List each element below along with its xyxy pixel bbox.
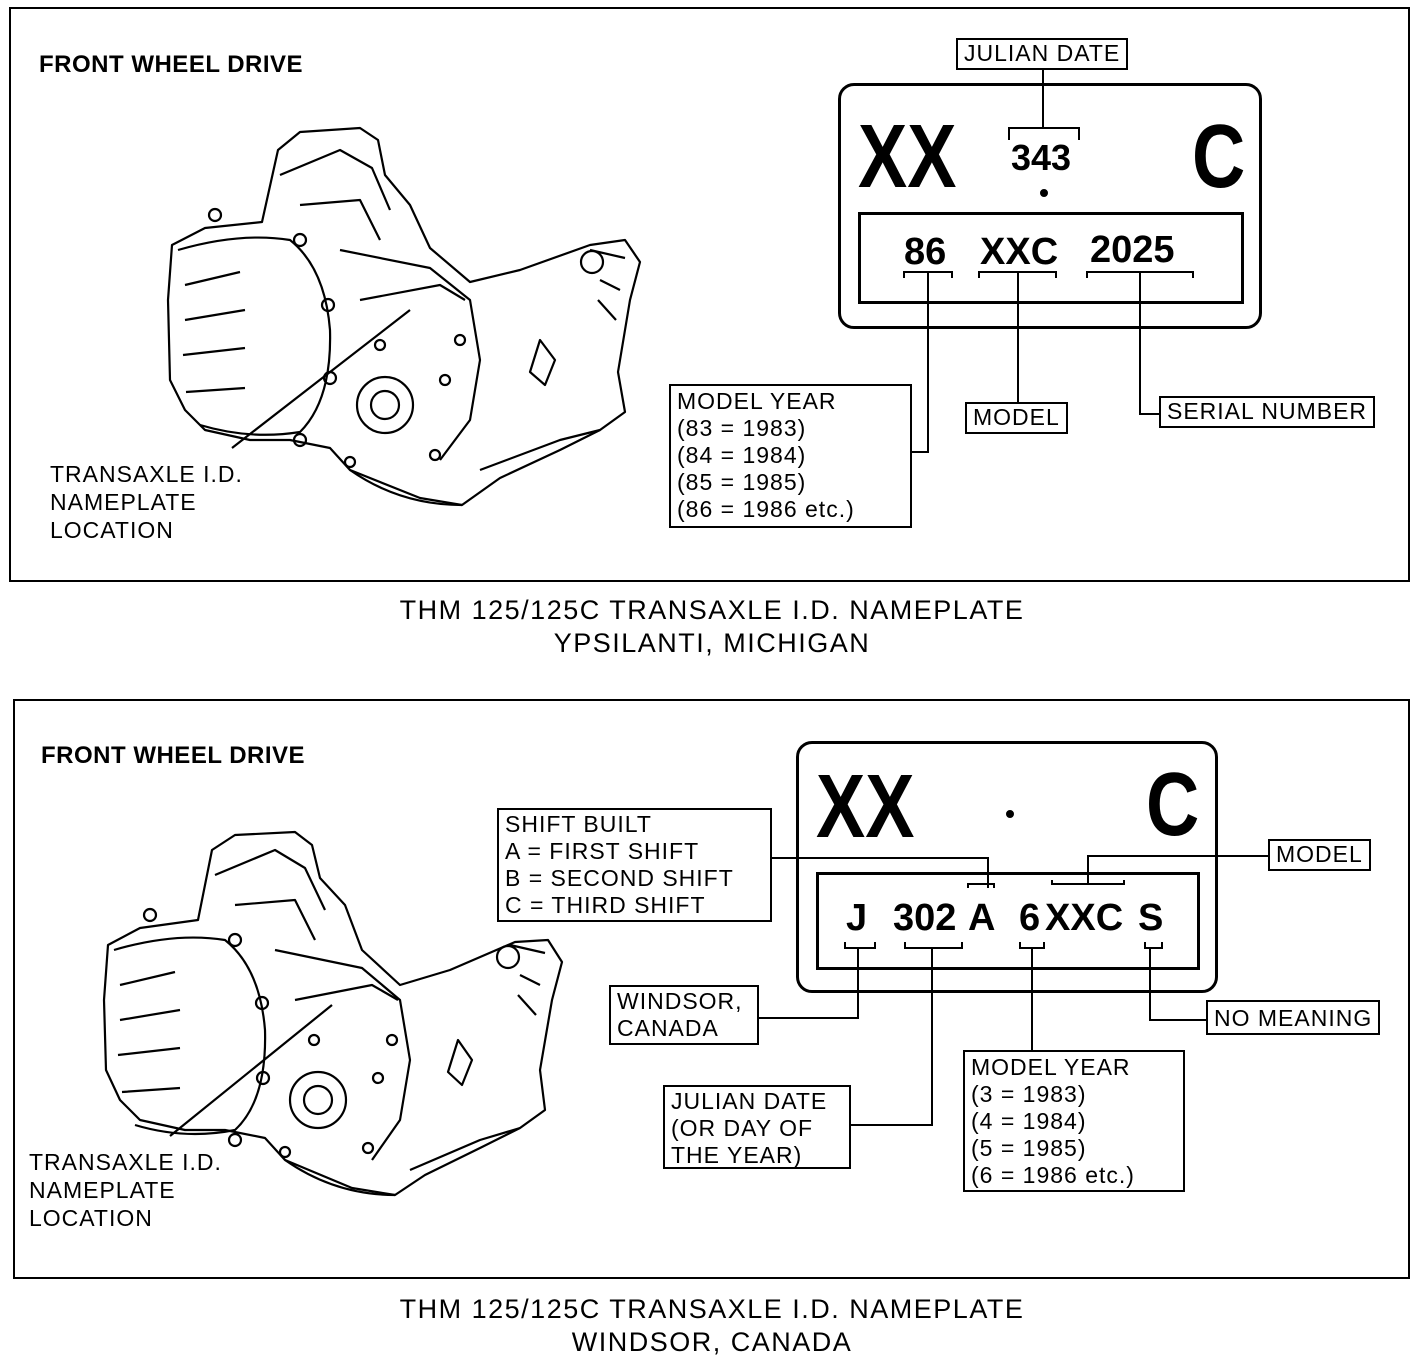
plate-model-year: 86 [904, 231, 947, 273]
caption-windsor: THM 125/125C TRANSAXLE I.D. NAMEPLATE WI… [0, 1293, 1424, 1359]
model-year-line: (5 = 1985) [971, 1135, 1087, 1161]
shift-built-line: A = FIRST SHIFT [505, 838, 700, 864]
plate-right-code: C [1192, 107, 1246, 207]
julian-date-callout: JULIAN DATE [956, 38, 1129, 70]
shift-built-line: B = SECOND SHIFT [505, 865, 734, 891]
model-year-line: (86 = 1986 etc.) [677, 496, 855, 522]
shift-built-line: C = THIRD SHIFT [505, 892, 706, 918]
plate-left-code: XX [816, 757, 915, 857]
caption-line: YPSILANTI, MICHIGAN [553, 628, 871, 658]
windsor-line: WINDSOR, [617, 988, 743, 1014]
serial-number-callout: SERIAL NUMBER [1159, 396, 1376, 428]
caption-ypsilanti: THM 125/125C TRANSAXLE I.D. NAMEPLATE YP… [0, 594, 1424, 660]
windsor-line: CANADA [617, 1015, 719, 1041]
location-label: TRANSAXLE I.D. NAMEPLATE LOCATION [50, 460, 243, 544]
no-meaning-callout: NO MEANING [1206, 1000, 1381, 1035]
model-year-line: (3 = 1983) [971, 1081, 1087, 1107]
plate-left-code: XX [858, 107, 957, 207]
location-label-line: LOCATION [29, 1205, 153, 1231]
model-callout: MODEL [965, 402, 1068, 434]
plate-shift: A [968, 897, 996, 939]
caption-line: WINDSOR, CANADA [571, 1327, 853, 1357]
model-year-callout: MODEL YEAR (3 = 1983) (4 = 1984) (5 = 19… [963, 1050, 1185, 1192]
location-label-line: TRANSAXLE I.D. [50, 461, 243, 487]
plate-serial: 2025 [1090, 229, 1175, 271]
location-label-line: NAMEPLATE [29, 1177, 176, 1203]
plate-code-box [816, 872, 1200, 970]
plate-plant-code: J [846, 897, 868, 939]
plate-julian-date: 302 [893, 897, 957, 939]
location-label-line: TRANSAXLE I.D. [29, 1149, 222, 1175]
model-year-line: (4 = 1984) [971, 1108, 1087, 1134]
model-callout: MODEL [1268, 839, 1371, 871]
shift-built-line: SHIFT BUILT [505, 811, 652, 837]
plate-model-year: 6 [1019, 897, 1041, 939]
plate-code-box [858, 212, 1244, 304]
julian-date-line: (OR DAY OF [671, 1115, 814, 1141]
model-year-line: (85 = 1985) [677, 469, 807, 495]
plate-suffix: S [1138, 897, 1164, 939]
model-year-line: (84 = 1984) [677, 442, 807, 468]
windsor-callout: WINDSOR, CANADA [609, 985, 759, 1045]
location-label-line: LOCATION [50, 517, 174, 543]
caption-line: THM 125/125C TRANSAXLE I.D. NAMEPLATE [399, 1294, 1025, 1324]
julian-date-line: JULIAN DATE [671, 1088, 828, 1114]
plate-model: XXC [980, 231, 1059, 273]
julian-date-line: THE YEAR) [671, 1142, 803, 1168]
panel-heading: FRONT WHEEL DRIVE [41, 742, 306, 769]
model-year-line: MODEL YEAR [677, 388, 837, 414]
plate-right-code: C [1146, 755, 1200, 855]
location-label-line: NAMEPLATE [50, 489, 197, 515]
plate-model: XXC [1045, 897, 1124, 939]
panel-heading: FRONT WHEEL DRIVE [39, 51, 304, 78]
model-year-line: (6 = 1986 etc.) [971, 1162, 1135, 1188]
caption-line: THM 125/125C TRANSAXLE I.D. NAMEPLATE [399, 595, 1025, 625]
plate-julian-date: 343 [1011, 137, 1072, 178]
model-year-line: (83 = 1983) [677, 415, 807, 441]
location-label: TRANSAXLE I.D. NAMEPLATE LOCATION [29, 1148, 222, 1232]
model-year-line: MODEL YEAR [971, 1054, 1131, 1080]
model-year-callout: MODEL YEAR (83 = 1983) (84 = 1984) (85 =… [669, 384, 912, 528]
julian-date-callout: JULIAN DATE (OR DAY OF THE YEAR) [663, 1085, 851, 1169]
id-nameplate [838, 83, 1262, 329]
shift-built-callout: SHIFT BUILT A = FIRST SHIFT B = SECOND S… [497, 808, 772, 922]
